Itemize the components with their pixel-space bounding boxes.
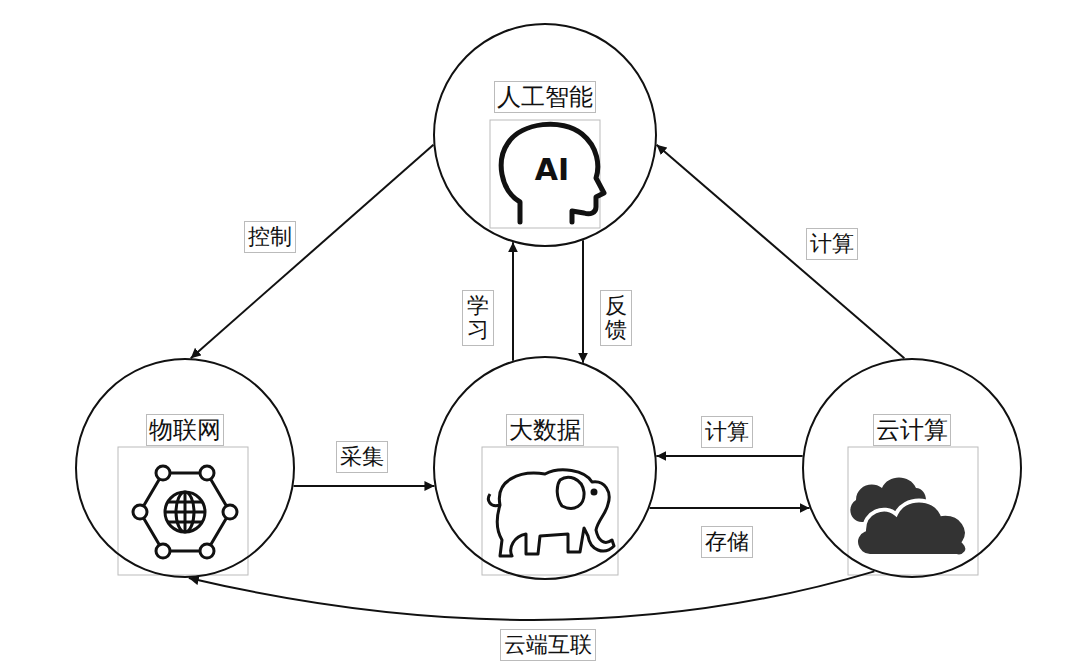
edge-label: 控制 xyxy=(244,221,296,253)
edge-label: 计算 xyxy=(701,416,753,448)
node-title: 大数据 xyxy=(506,414,584,446)
icon-frame xyxy=(848,447,978,575)
circle-outline xyxy=(433,356,657,580)
edge-label: 学习 xyxy=(462,290,494,346)
edge-label: 反馈 xyxy=(600,290,632,346)
node-title: 人工智能 xyxy=(494,81,596,113)
elephant-icon xyxy=(488,470,614,556)
arrow-connector xyxy=(294,485,435,487)
arrow-connector xyxy=(512,242,514,360)
circle-outline xyxy=(802,358,1022,578)
ai-head-icon xyxy=(501,124,604,222)
circle-node: 云计算 xyxy=(802,358,1022,578)
circle-node: 大数据 xyxy=(433,356,657,580)
arrow-connector xyxy=(189,571,875,620)
node-title: 物联网 xyxy=(146,414,224,446)
edge-label: 云端互联 xyxy=(500,629,596,661)
arrow-connector xyxy=(582,240,584,362)
icon-text: AI xyxy=(535,155,569,185)
arrow-connector xyxy=(191,145,434,358)
circle-node: 物联网 xyxy=(75,358,295,578)
circle-node: 人工智能 xyxy=(433,23,657,247)
arrow-connector xyxy=(650,507,810,509)
icon-frame xyxy=(118,447,248,575)
edge-label: 计算 xyxy=(806,228,858,260)
cloud-icon xyxy=(850,478,967,557)
arrow-connector xyxy=(657,145,905,359)
circle-outline xyxy=(75,358,295,578)
edge-label: 存储 xyxy=(701,526,753,558)
edge-label: 采集 xyxy=(336,441,388,473)
node-title: 云计算 xyxy=(873,414,951,446)
icon-frame xyxy=(482,447,618,575)
iot-icon xyxy=(133,466,237,558)
arrow-connector xyxy=(656,455,802,457)
circle-outline xyxy=(433,23,657,247)
